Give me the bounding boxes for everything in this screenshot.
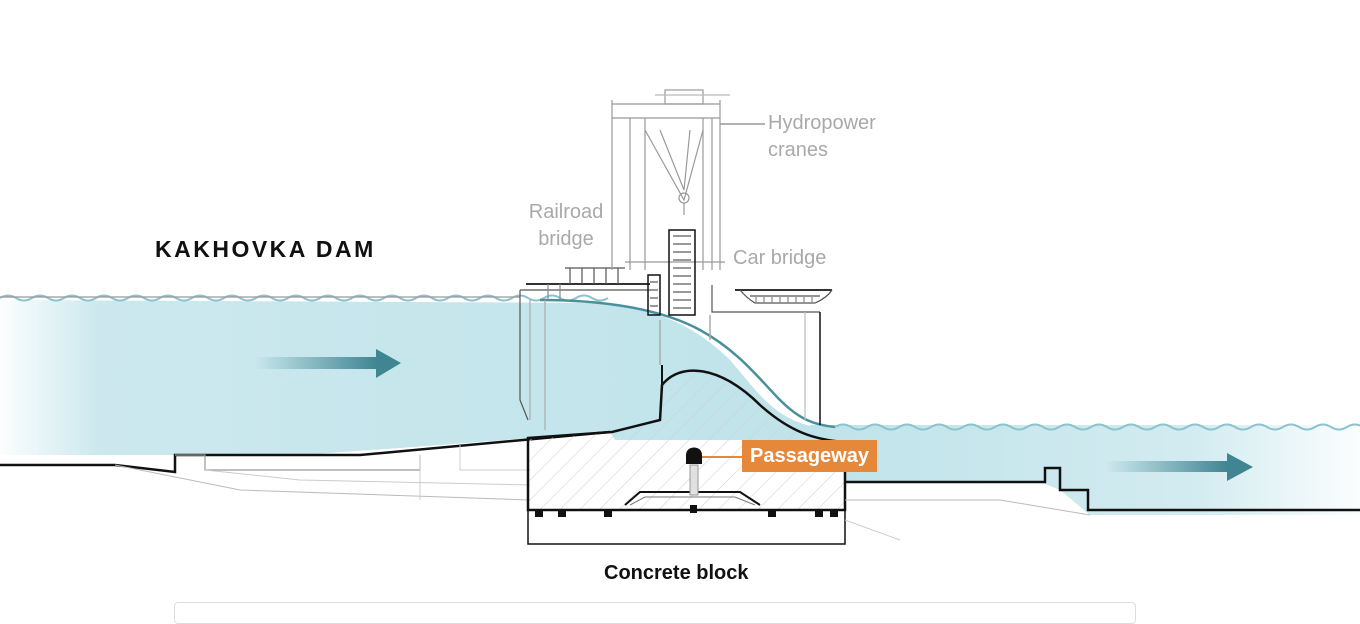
hydropower-cranes <box>611 89 765 270</box>
concrete-block-label: Concrete block <box>604 562 749 584</box>
spillway-overflow-line <box>539 298 836 429</box>
railroad-bridge-label-line2: bridge <box>538 228 594 250</box>
car-bridge-label: Car bridge <box>733 247 827 269</box>
downstream-wave-line <box>834 423 1360 431</box>
downstream-water <box>810 425 1360 515</box>
foundation-anchors <box>535 505 838 517</box>
passageway-label: Passageway <box>742 440 877 472</box>
railroad-bridge <box>519 267 650 430</box>
hydropower-cranes-label-line1: Hydropower <box>768 112 876 134</box>
upstream-wave-line <box>0 294 609 302</box>
diagram-title: KAKHOVKA DAM <box>155 236 376 262</box>
hydropower-cranes-label: Hydropower cranes <box>768 110 876 164</box>
flow-in-arrow <box>255 349 401 378</box>
passageway-tunnel <box>686 447 742 496</box>
downstream-riverbed <box>844 466 1360 541</box>
intake-gate <box>647 229 711 365</box>
railroad-bridge-label-line1: Railroad <box>528 201 604 223</box>
flow-out-arrow <box>1105 453 1253 481</box>
railroad-bridge-label: Railroad bridge <box>522 199 610 253</box>
footer-panel-edge <box>174 602 1136 624</box>
upstream-riverbed <box>0 296 611 501</box>
hydropower-cranes-label-line2: cranes <box>768 139 829 161</box>
car-bridge <box>711 285 833 425</box>
dam-cross-section-diagram <box>0 89 1360 545</box>
upstream-water <box>0 300 820 455</box>
